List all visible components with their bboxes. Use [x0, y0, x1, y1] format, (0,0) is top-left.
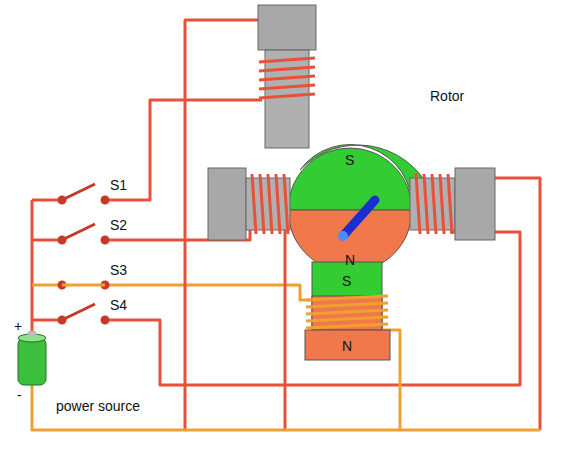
pole-label: N	[342, 338, 352, 354]
coil-winding	[424, 174, 428, 234]
rotor-label: Rotor	[430, 88, 464, 104]
coil-winding	[259, 94, 315, 98]
pole-label: N	[345, 252, 355, 268]
coil-winding	[306, 317, 388, 321]
coil-winding	[284, 174, 288, 234]
pole-label: S	[345, 152, 354, 168]
coil-winding	[306, 303, 388, 307]
coil-winding	[306, 310, 388, 314]
source-label: power source	[56, 398, 140, 414]
pole-label: S	[342, 273, 351, 289]
switch-label: S4	[110, 297, 127, 313]
coil-winding	[416, 174, 420, 234]
coil-winding	[440, 174, 444, 234]
coil-winding	[259, 58, 315, 62]
coil-winding	[276, 174, 280, 234]
coil-winding	[268, 174, 272, 234]
coil-winding	[259, 76, 315, 80]
coil-winding	[259, 67, 315, 71]
switch-label: S2	[110, 217, 127, 233]
coil-winding	[306, 324, 388, 328]
terminal-label: +	[14, 318, 22, 334]
coil-winding	[432, 174, 436, 234]
switch-label: S3	[110, 262, 127, 278]
coil-winding	[252, 174, 256, 234]
coil-winding	[448, 174, 452, 234]
coil-winding	[306, 296, 388, 300]
terminal-label: -	[17, 387, 22, 403]
switch-label: S1	[110, 177, 127, 193]
coil-winding	[259, 85, 315, 89]
coil-winding	[260, 174, 264, 234]
